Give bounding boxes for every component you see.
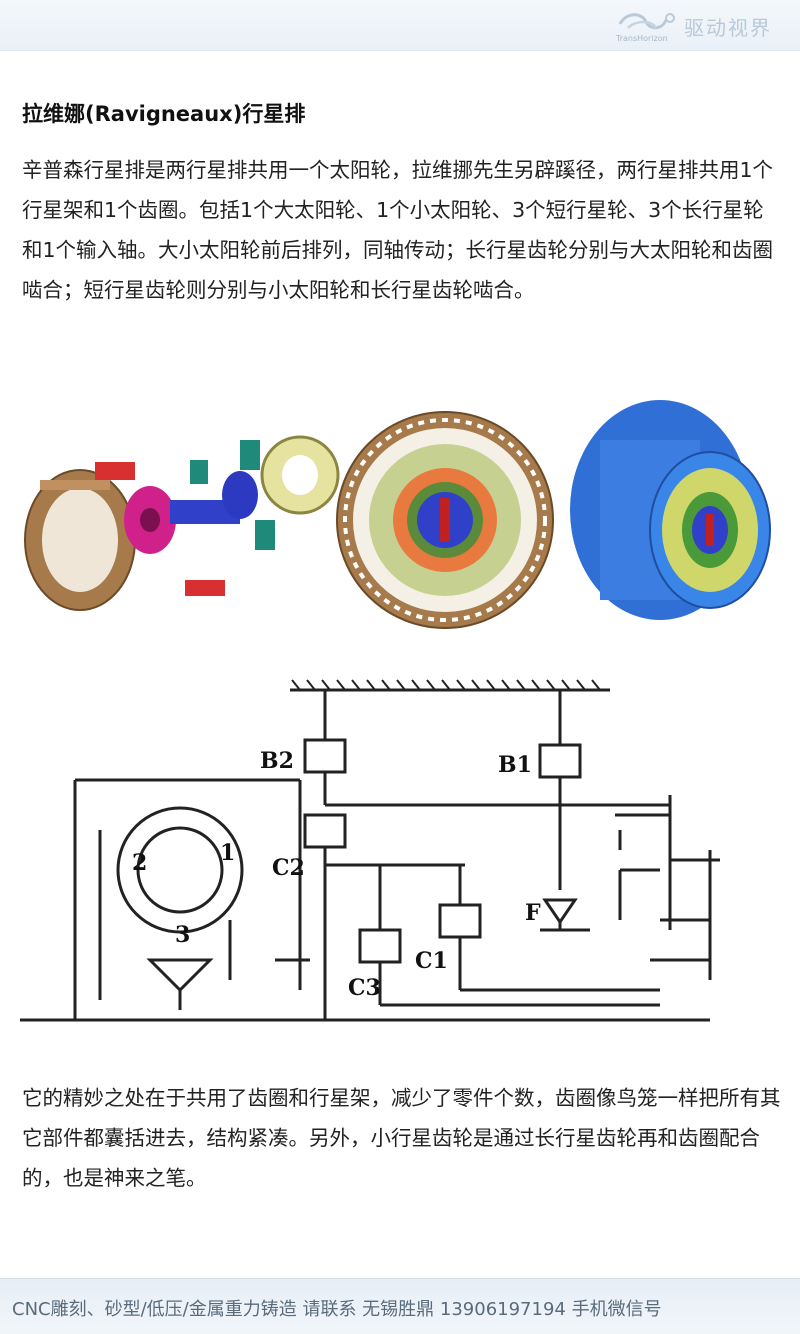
label-3: 3 — [175, 922, 190, 948]
article-title: 拉维娜(Ravigneaux)行星排 — [22, 102, 306, 126]
label-c2: C2 — [272, 855, 305, 881]
assembled-view-graphic — [570, 400, 771, 620]
gearset-render-figure — [0, 400, 800, 640]
front-view-graphic — [336, 411, 554, 629]
label-b2: B2 — [260, 748, 294, 774]
top-banner: TransHorizon 驱动视界 — [0, 0, 800, 51]
footer-contact-text: CNC雕刻、砂型/低压/金属重力铸造 请联系 无锡胜鼎 13906197194 … — [12, 1299, 662, 1320]
label-c3: C3 — [348, 975, 381, 1001]
label-b1: B1 — [498, 752, 532, 778]
logo-text: 驱动视界 — [684, 15, 772, 40]
logo-swirl-icon: TransHorizon — [616, 8, 680, 44]
label-f: F — [525, 900, 541, 926]
label-c1: C1 — [415, 948, 448, 974]
label-1: 1 — [220, 840, 235, 866]
label-2: 2 — [132, 850, 147, 876]
exploded-view-graphic — [24, 435, 340, 611]
logo-subtext: TransHorizon — [616, 34, 668, 43]
transmission-schematic: B2 B1 C2 C1 C3 F 1 2 3 — [20, 660, 780, 1040]
footer-banner: CNC雕刻、砂型/低压/金属重力铸造 请联系 无锡胜鼎 13906197194 … — [0, 1278, 800, 1334]
summary-paragraph: 它的精妙之处在于共用了齿圈和行星架，减少了零件个数，齿圈像鸟笼一样把所有其它部件… — [22, 1086, 781, 1190]
intro-paragraph: 辛普森行星排是两行星排共用一个太阳轮，拉维挪先生另辟蹊径，两行星排共用1个行星架… — [22, 158, 774, 302]
brand-logo: TransHorizon 驱动视界 — [616, 8, 772, 44]
